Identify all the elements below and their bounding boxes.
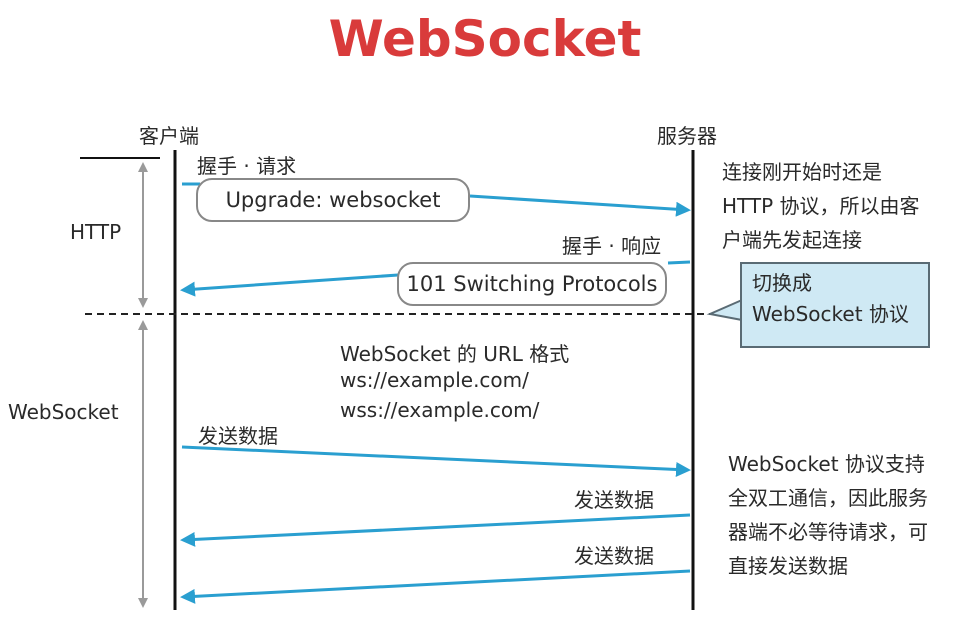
handshake-request-box: Upgrade: websocket <box>196 178 470 222</box>
send-data-label-3: 发送数据 <box>574 544 654 568</box>
send-data-arrow-2 <box>180 513 691 547</box>
url-format-heading: WebSocket 的 URL 格式 <box>340 342 570 366</box>
send-data-arrow-1 <box>181 445 691 477</box>
websocket-note: WebSocket 协议支持全双工通信，因此服务器端不必等待请求，可直接发送数据 <box>728 452 928 578</box>
http-phase-label: HTTP <box>70 220 122 244</box>
url-format-ws: ws://example.com/ <box>340 368 529 392</box>
send-data-label-1: 发送数据 <box>198 424 278 448</box>
http-note: 连接刚开始时还是 HTTP 协议，所以由客户端先发起连接 <box>722 160 920 252</box>
url-format-wss: wss://example.com/ <box>340 398 540 422</box>
handshake-response-label: 握手 · 响应 <box>562 234 662 258</box>
handshake-response-arrow <box>183 260 691 290</box>
handshake-response-box: 101 Switching Protocols <box>397 262 667 306</box>
websocket-phase-label: WebSocket <box>8 400 119 424</box>
client-label: 客户端 <box>139 124 199 148</box>
callout-pointer <box>706 298 743 322</box>
send-data-arrow-3 <box>180 569 691 604</box>
handshake-request-label: 握手 · 请求 <box>197 154 297 178</box>
send-data-label-2: 发送数据 <box>574 488 654 512</box>
switch-protocol-callout: 切换成 WebSocket 协议 <box>740 262 930 348</box>
callout-line-2: WebSocket 协议 <box>752 302 909 326</box>
server-label: 服务器 <box>657 124 717 148</box>
handshake-request-arrow <box>182 182 688 210</box>
callout-line-1: 切换成 <box>752 271 812 295</box>
page-title: WebSocket <box>328 10 642 68</box>
